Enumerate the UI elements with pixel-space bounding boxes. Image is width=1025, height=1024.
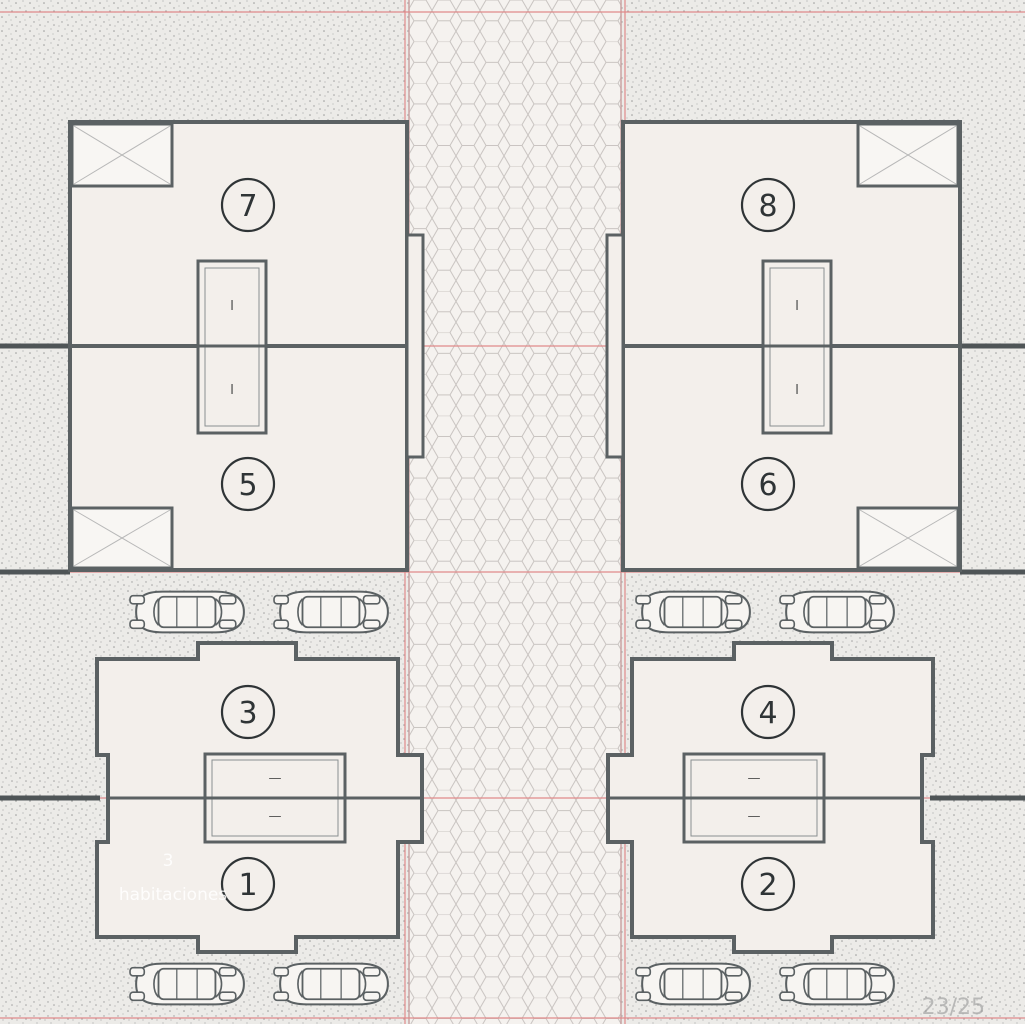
- svg-text:6: 6: [758, 468, 777, 503]
- courtyard-markers: I I I I — — — —: [230, 299, 799, 824]
- unit-7-label[interactable]: 7: [220, 177, 276, 233]
- svg-text:8: 8: [758, 189, 777, 224]
- car-icon: [634, 962, 751, 1006]
- unit-2-label[interactable]: 2: [740, 856, 796, 912]
- watermark-number: 3: [162, 851, 174, 871]
- svg-text:I: I: [795, 299, 799, 314]
- svg-text:—: —: [748, 809, 761, 824]
- unit-8-label[interactable]: 8: [740, 177, 796, 233]
- page-counter: 23/25: [921, 995, 985, 1020]
- building-block-7-5: [68, 120, 425, 572]
- building-block-4-2: [606, 641, 935, 954]
- unit-4-label[interactable]: 4: [740, 684, 796, 740]
- svg-text:4: 4: [758, 696, 777, 731]
- boundary-walls: [0, 343, 1025, 801]
- svg-text:5: 5: [238, 468, 257, 503]
- svg-text:7: 7: [238, 189, 257, 224]
- svg-text:2: 2: [758, 868, 777, 903]
- unit-3-label[interactable]: 3: [220, 684, 276, 740]
- unit-1-label[interactable]: 1: [220, 856, 276, 912]
- svg-text:1: 1: [238, 868, 257, 903]
- building-block-3-1: [95, 641, 424, 954]
- car-icon: [272, 962, 389, 1006]
- car-icon: [128, 962, 245, 1006]
- car-icon: [128, 590, 245, 634]
- svg-text:I: I: [230, 383, 234, 398]
- unit-5-label[interactable]: 5: [220, 456, 276, 512]
- svg-text:—: —: [748, 771, 761, 786]
- svg-text:—: —: [269, 809, 282, 824]
- central-pathway: [409, 0, 621, 1024]
- watermark-text: habitaciones: [118, 885, 228, 905]
- svg-text:—: —: [269, 771, 282, 786]
- car-icon: [778, 962, 895, 1006]
- svg-text:I: I: [795, 383, 799, 398]
- car-icon: [272, 590, 389, 634]
- svg-text:I: I: [230, 299, 234, 314]
- unit-labels: 7 8 5 6 3 4 1 2: [220, 177, 796, 912]
- svg-text:3: 3: [238, 696, 257, 731]
- car-icon: [634, 590, 751, 634]
- unit-6-label[interactable]: 6: [740, 456, 796, 512]
- car-icon: [778, 590, 895, 634]
